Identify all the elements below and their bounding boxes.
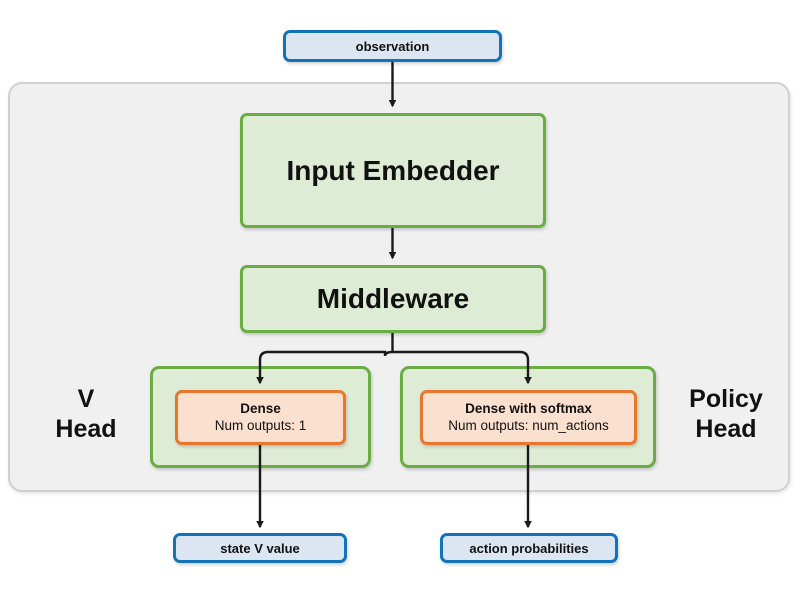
label-policy-head-line1: Policy [689,385,763,413]
label-v-head-line1: V [77,385,95,413]
node-middleware[interactable]: Middleware [240,265,546,333]
node-observation-label: observation [355,38,430,54]
node-state-v-value-label: state V value [220,540,300,556]
node-v-head-dense-subtitle: Num outputs: 1 [214,417,307,433]
node-v-head-dense-title: Dense [240,400,281,416]
label-v-head: V Head [33,385,139,444]
node-state-v-value[interactable]: state V value [173,533,347,563]
node-action-probabilities[interactable]: action probabilities [440,533,618,563]
node-action-probabilities-label: action probabilities [469,540,589,556]
node-input-embedder-label: Input Embedder [286,154,500,186]
node-policy-head-dense-subtitle: Num outputs: num_actions [448,417,609,433]
node-policy-head-dense[interactable]: Dense with softmax Num outputs: num_acti… [420,390,637,445]
node-v-head-dense[interactable]: Dense Num outputs: 1 [175,390,346,445]
node-input-embedder[interactable]: Input Embedder [240,113,546,228]
label-policy-head-line2: Head [695,414,757,443]
label-policy-head: Policy Head [663,385,789,444]
node-observation[interactable]: observation [283,30,502,62]
node-middleware-label: Middleware [316,283,470,314]
label-v-head-line2: Head [55,414,117,443]
node-policy-head-dense-title: Dense with softmax [465,400,592,416]
